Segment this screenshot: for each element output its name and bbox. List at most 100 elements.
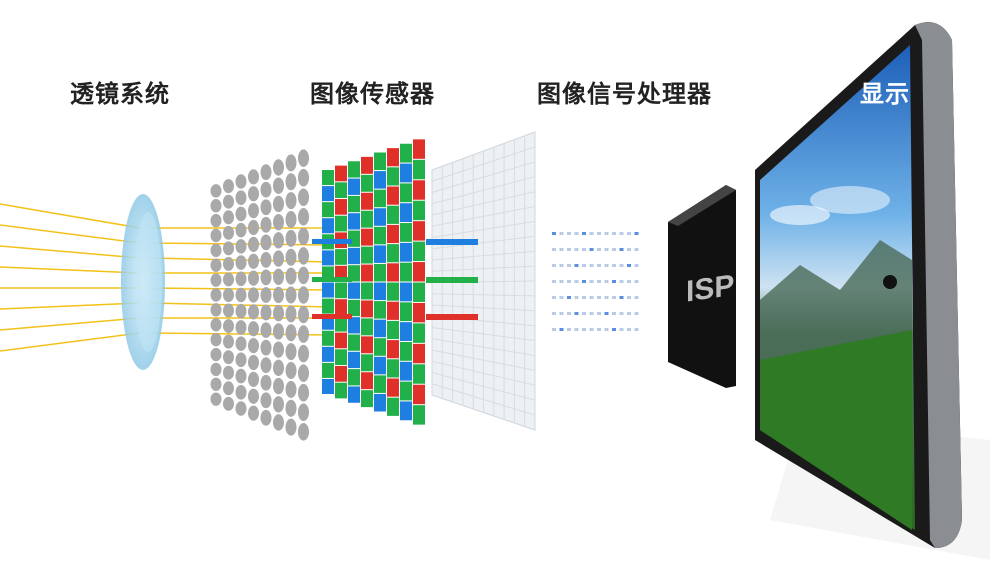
color-filter-cell — [348, 386, 360, 403]
label-image-signal-processor: 图像信号处理器 — [537, 80, 712, 108]
signal-bar-in — [312, 239, 352, 244]
color-filter-cell — [322, 298, 334, 314]
color-filter-cell — [413, 139, 425, 159]
data-bit — [589, 264, 594, 267]
color-filter-cell — [335, 215, 347, 232]
microlens — [273, 159, 284, 176]
microlens — [273, 341, 284, 358]
microlens — [248, 304, 259, 320]
microlens — [273, 396, 284, 413]
color-filter-cell — [400, 183, 412, 203]
color-filter-cell — [413, 302, 425, 323]
data-bit — [634, 296, 639, 299]
data-bit — [634, 312, 639, 315]
data-bit — [612, 280, 616, 283]
microlens — [285, 192, 297, 210]
microlens — [223, 179, 234, 194]
data-bit — [619, 296, 624, 299]
color-filter-cell — [387, 244, 399, 263]
data-bit — [612, 232, 616, 235]
sensor-output-panel — [431, 131, 536, 431]
color-filter-cell — [387, 263, 399, 282]
data-bit — [559, 280, 564, 283]
data-bit — [619, 248, 624, 251]
data-bit — [567, 232, 571, 235]
microlens — [248, 270, 259, 286]
data-bit — [597, 296, 601, 299]
data-bit — [627, 328, 631, 331]
color-filter-cell — [348, 178, 360, 195]
microlens — [248, 371, 259, 387]
color-signal-bars — [312, 239, 478, 320]
data-bit — [604, 296, 609, 299]
color-filter-cell — [387, 378, 399, 397]
microlens — [248, 321, 259, 337]
color-filter-cell — [361, 282, 373, 300]
color-filter-cell — [413, 200, 425, 221]
color-filter-cell — [322, 202, 334, 218]
data-bit — [604, 264, 609, 267]
isp-chip: ISP — [668, 185, 736, 388]
data-bit — [589, 280, 594, 283]
color-filter-cell — [335, 249, 347, 265]
data-bit — [634, 248, 639, 251]
light-ray — [0, 224, 141, 244]
microlens — [248, 287, 259, 303]
microlens — [248, 388, 259, 404]
data-bit — [612, 296, 616, 299]
microlens — [235, 190, 247, 206]
data-bit — [574, 328, 579, 331]
data-bit — [552, 248, 556, 251]
microlens — [235, 303, 247, 319]
microlens — [260, 409, 272, 426]
data-bit — [559, 328, 564, 331]
color-filter-cell — [374, 375, 386, 393]
microlens — [235, 384, 247, 400]
light-ray — [0, 266, 141, 274]
color-filter-cell — [374, 356, 386, 375]
color-filter-cell — [348, 195, 360, 213]
color-filter-cell — [335, 382, 347, 399]
color-filter-cell — [387, 397, 399, 416]
data-bit — [612, 264, 616, 267]
data-bit — [574, 280, 579, 283]
microlens — [210, 332, 222, 347]
color-filter-cell — [400, 203, 412, 223]
data-bit — [574, 296, 579, 299]
color-filter-cell — [322, 282, 334, 298]
microlens — [248, 338, 259, 354]
color-filter-cell — [387, 148, 399, 167]
microlens — [298, 149, 309, 167]
color-filter-cell — [413, 221, 425, 241]
color-filter-cell — [400, 282, 412, 302]
microlens — [210, 362, 222, 377]
color-filter-cell — [361, 336, 373, 354]
microlens — [223, 334, 234, 349]
microlens — [260, 374, 272, 391]
color-filter-cell — [400, 401, 412, 421]
color-filter-cell — [348, 334, 360, 351]
microlens — [210, 184, 222, 198]
color-filter-cell — [335, 182, 347, 199]
color-filter-cell — [335, 299, 347, 315]
microlens — [298, 266, 309, 285]
label-display: 显示 — [860, 80, 910, 108]
data-bit — [552, 232, 556, 235]
color-filter-cell — [348, 299, 360, 317]
microlens — [285, 229, 297, 247]
data-bit — [559, 296, 564, 299]
microlens — [223, 350, 234, 365]
color-filter-cell — [361, 318, 373, 336]
data-bit — [619, 280, 624, 283]
color-filter-cell — [374, 171, 386, 189]
microlens — [248, 236, 259, 252]
color-filter-cell — [387, 205, 399, 224]
color-filter-cell — [400, 341, 412, 361]
color-filter-cell — [387, 282, 399, 301]
color-filter-cell — [413, 241, 425, 262]
isp-chip-label: ISP — [686, 269, 734, 309]
microlens — [298, 423, 309, 441]
microlens — [223, 272, 234, 287]
microlens — [210, 303, 222, 317]
